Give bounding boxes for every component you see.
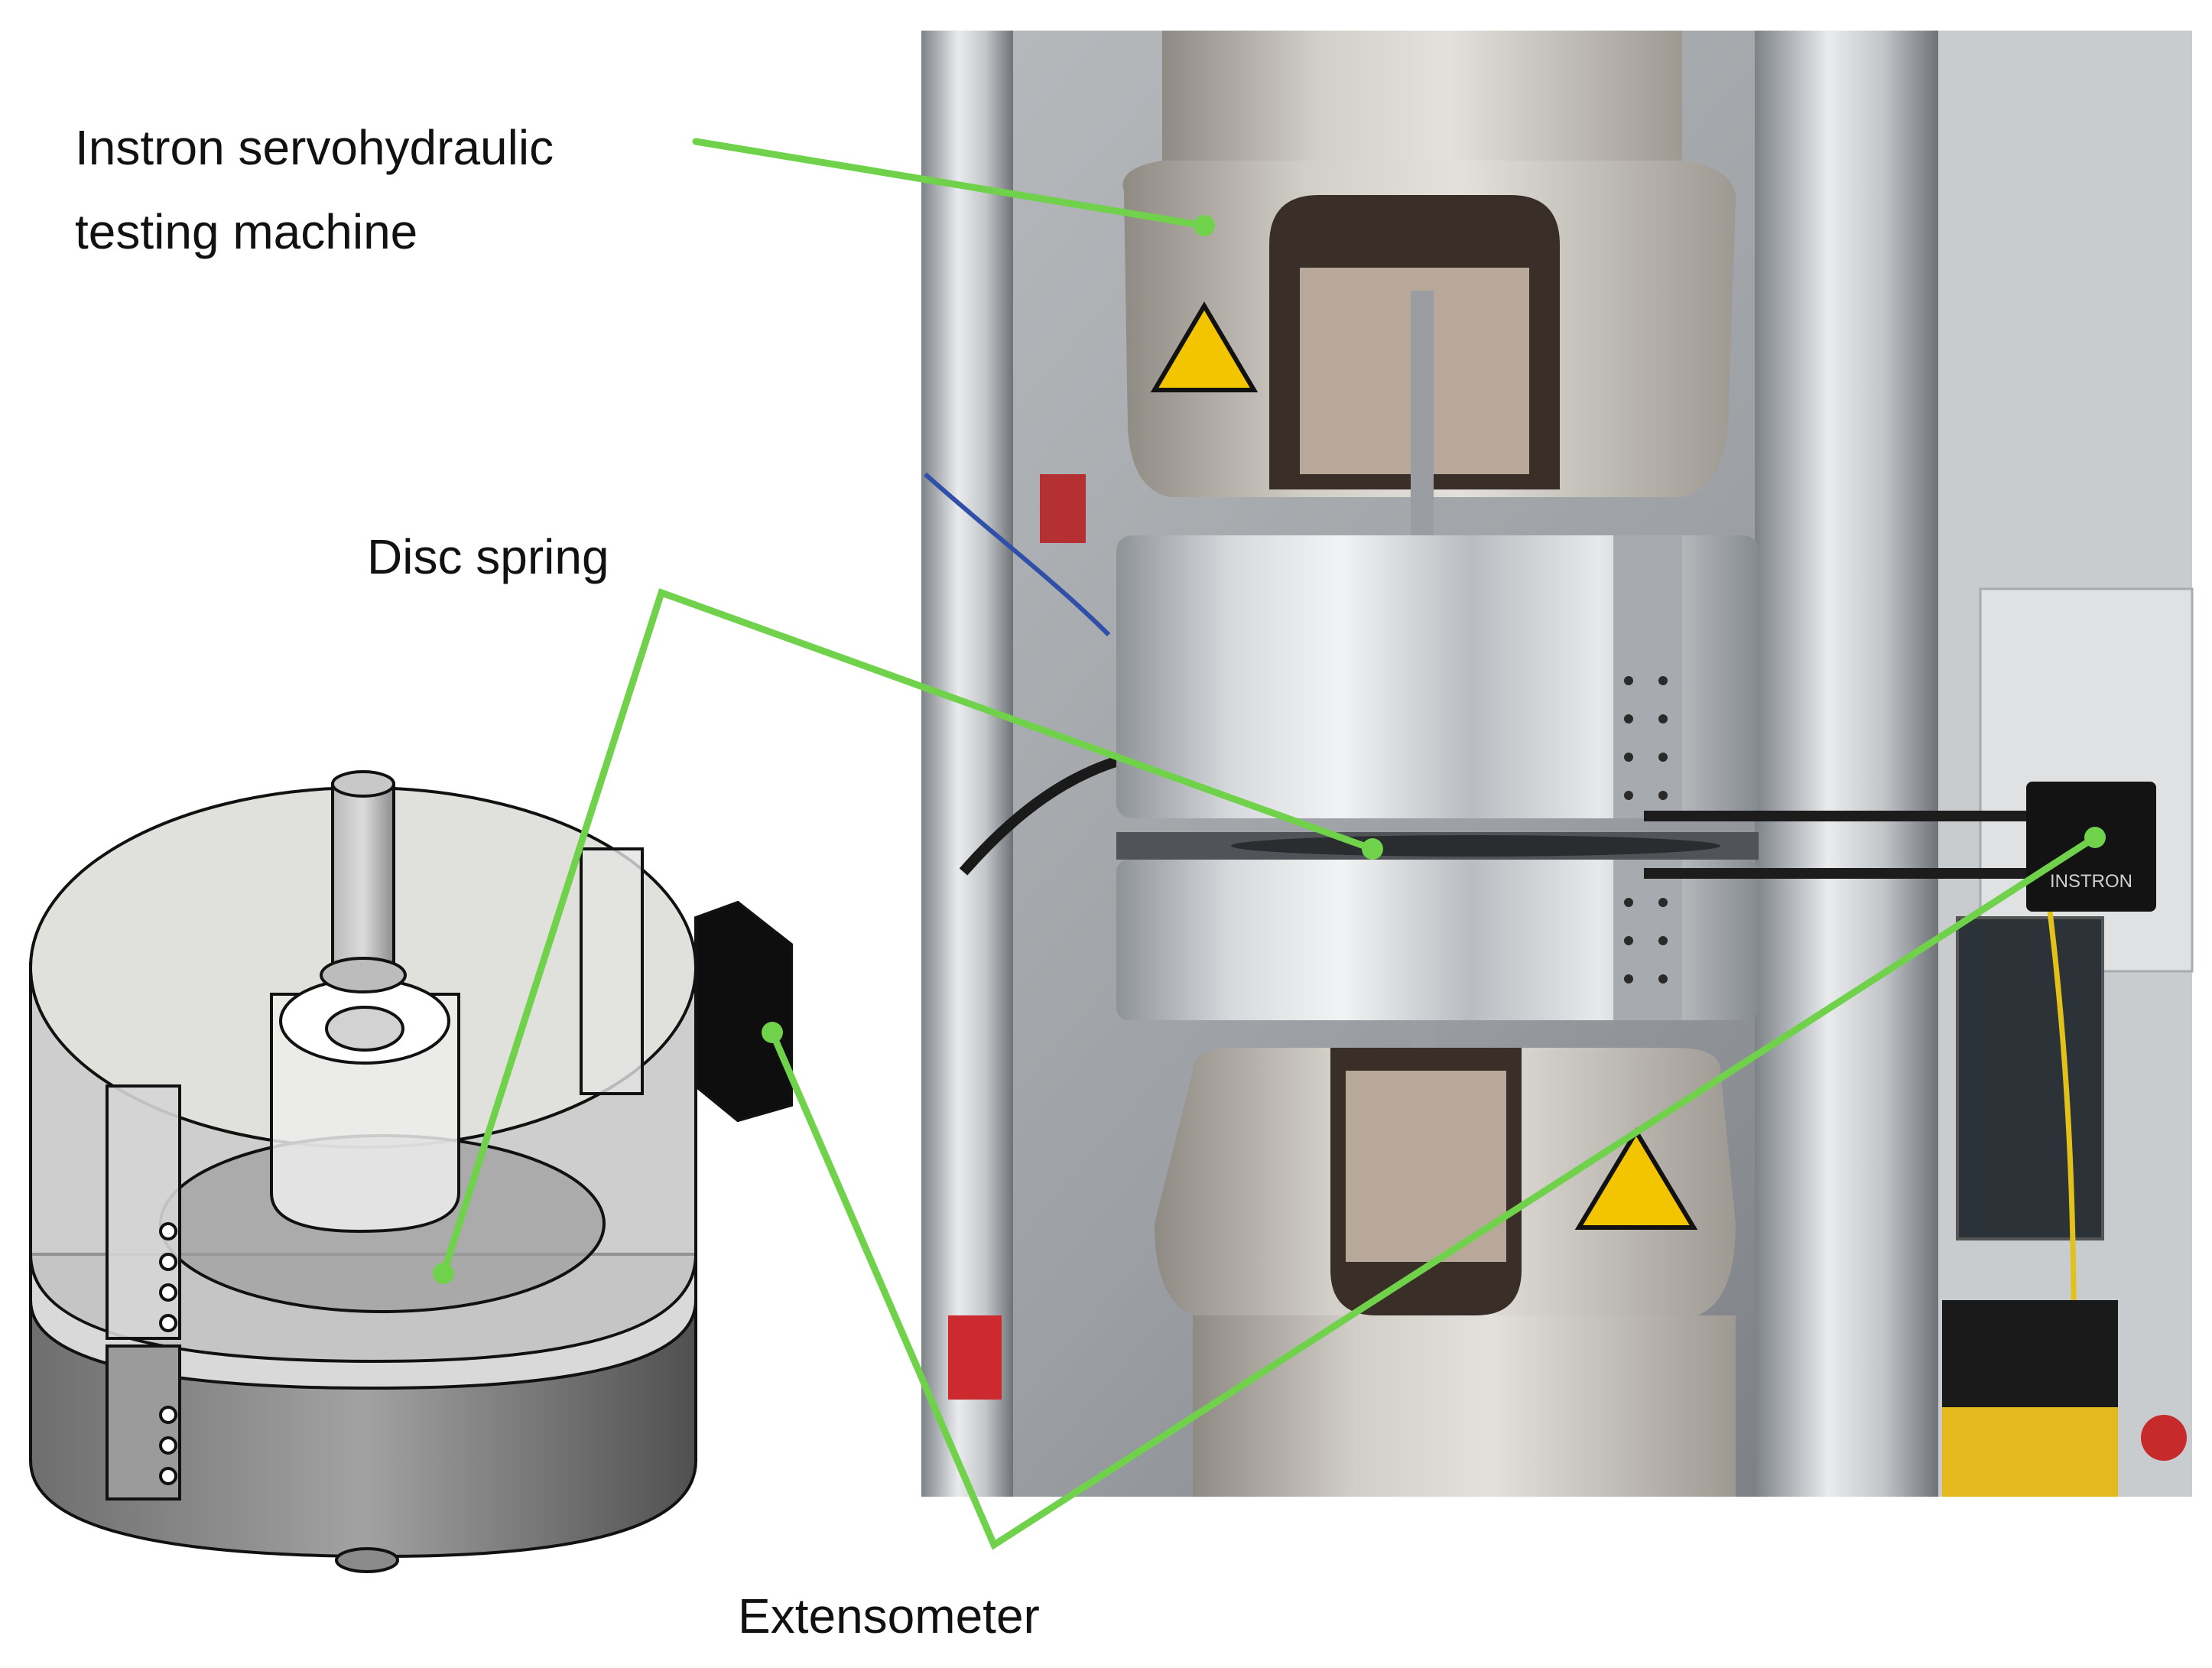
lower-side-bracket [1613, 860, 1682, 1020]
black-cable [959, 752, 1133, 876]
right-column [1755, 31, 1938, 1497]
label-disc-spring: Disc spring [367, 529, 609, 584]
label-instron-line1: Instron servohydraulic [75, 120, 554, 175]
callout-lines [433, 138, 2106, 1550]
cad-bracket-holes [159, 1222, 177, 1485]
upper-pull-rod [1411, 291, 1434, 535]
callout-dot-ext-photo [2084, 827, 2106, 848]
cad-extensometer-block [694, 900, 793, 1123]
cad-rear-bracket [580, 847, 644, 1095]
cad-bottom-foot [335, 1547, 399, 1573]
label-extensometer: Extensometer [738, 1588, 1040, 1644]
callout-dot-ext-cad [762, 1022, 783, 1043]
label-instron-machine: Instron servohydraulic testing machine [75, 115, 554, 265]
bracket-holes [1624, 676, 1668, 984]
red-device-lower [948, 1315, 1002, 1400]
cad-rod-top [331, 770, 395, 798]
upper-fixture-block [1116, 535, 1759, 818]
extensometer-arm-lower [1644, 868, 2041, 879]
left-column [921, 31, 1013, 1497]
callout-dot-disc-photo [1362, 838, 1383, 860]
cad-model [29, 770, 793, 1573]
callout-disc-spring [440, 588, 1376, 1277]
blue-cable [924, 472, 1111, 637]
callout-dot-instron [1194, 215, 1215, 236]
machine-photo: INSTRON [921, 31, 2194, 1497]
upper-side-bracket [1613, 535, 1682, 818]
emergency-stop-button [2141, 1415, 2187, 1461]
lower-warning-sign [1574, 1127, 1698, 1230]
callout-extensometer [768, 834, 2099, 1550]
rear-cabinet [1979, 587, 2194, 973]
upper-column-top [1162, 31, 1682, 184]
extensometer-arm-upper [1644, 811, 2041, 821]
callout-instron [692, 138, 1208, 229]
cad-sleeve-bore [325, 1006, 404, 1052]
label-instron-line2: testing machine [75, 204, 418, 260]
red-device-left [1040, 474, 1086, 543]
callout-dot-disc-cad [433, 1263, 454, 1284]
lower-column-base [1193, 1315, 1736, 1497]
lower-fixture-block [1116, 860, 1759, 1020]
upper-warning-sign [1150, 301, 1259, 392]
disc-spring [1231, 835, 1720, 857]
cad-rod-collar [320, 957, 407, 993]
extensometer-brand-text: INSTRON [2050, 871, 2132, 892]
right-monitor [1956, 916, 2104, 1240]
black-control-box [1942, 1300, 2118, 1407]
cad-central-rod [331, 782, 395, 977]
